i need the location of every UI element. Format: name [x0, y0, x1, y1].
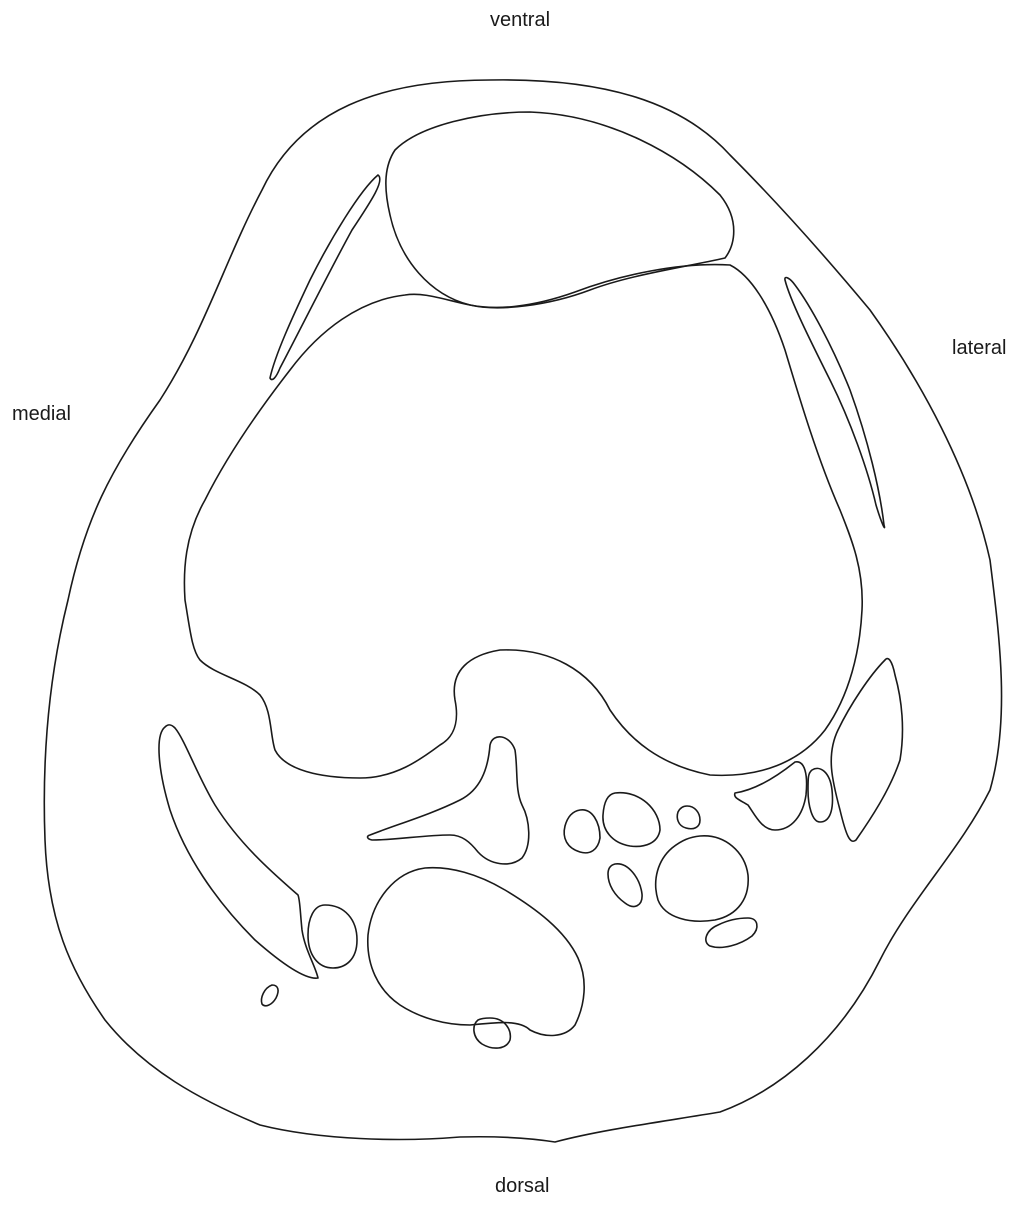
vessel-center: [603, 793, 660, 847]
patella: [386, 112, 734, 308]
dorsal-label: dorsal: [495, 1176, 549, 1196]
medial-label: medial: [12, 404, 71, 424]
lateral-label: lateral: [952, 338, 1006, 358]
outer-contour: [44, 80, 1001, 1142]
medial-long-muscle: [159, 725, 318, 978]
vessel-small: [677, 806, 700, 829]
gastrocnemius-medial: [368, 868, 584, 1036]
medial-tiny-oval: [261, 985, 278, 1006]
medial-small-oval: [308, 905, 357, 968]
medial-thin-structure: [270, 175, 380, 380]
posterior-medial-shape: [368, 737, 529, 864]
vessel-left: [564, 810, 600, 853]
small-lateral-oval: [808, 768, 833, 822]
vessel-lower-left: [608, 864, 642, 907]
femur: [184, 265, 862, 778]
lateral-muscle-lower: [831, 659, 902, 842]
popliteal-vessel-large: [656, 836, 749, 921]
ventral-label: ventral: [490, 10, 550, 30]
lower-right-oval: [706, 918, 757, 947]
lateral-thin-structure: [785, 278, 885, 528]
lateral-tendon-structure: [735, 762, 807, 830]
